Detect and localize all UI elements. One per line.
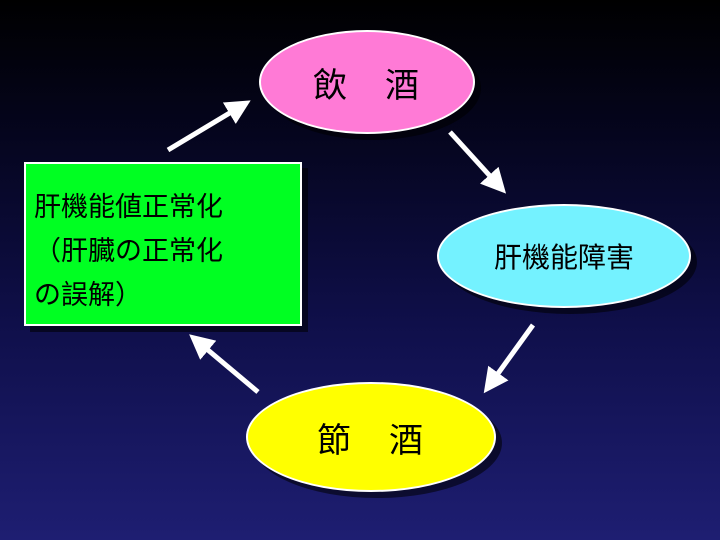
- drinking-node: 飲 酒: [259, 30, 475, 134]
- arrow-normal-to-drinking: [166, 100, 251, 153]
- arrow-abstinence-to-normal: [189, 334, 260, 394]
- drinking-label: 飲 酒: [313, 65, 421, 106]
- normal-values-line-1: 肝機能値正常化: [34, 192, 223, 223]
- arrow-liver-damage-to-abstinence: [483, 323, 536, 394]
- liver-damage-label: 肝機能障害: [493, 241, 634, 274]
- normal-values-line-2: （肝臓の正常化: [34, 236, 223, 267]
- normal-values-box: 肝機能値正常化 （肝臓の正常化 の誤解）: [24, 162, 302, 326]
- normal-values-line-3: の誤解）: [34, 280, 142, 311]
- abstinence-node: 節 酒: [246, 382, 496, 492]
- liver-damage-node: 肝機能障害: [437, 204, 691, 308]
- abstinence-label: 節 酒: [317, 420, 425, 461]
- arrow-drinking-to-liver-damage: [448, 130, 507, 194]
